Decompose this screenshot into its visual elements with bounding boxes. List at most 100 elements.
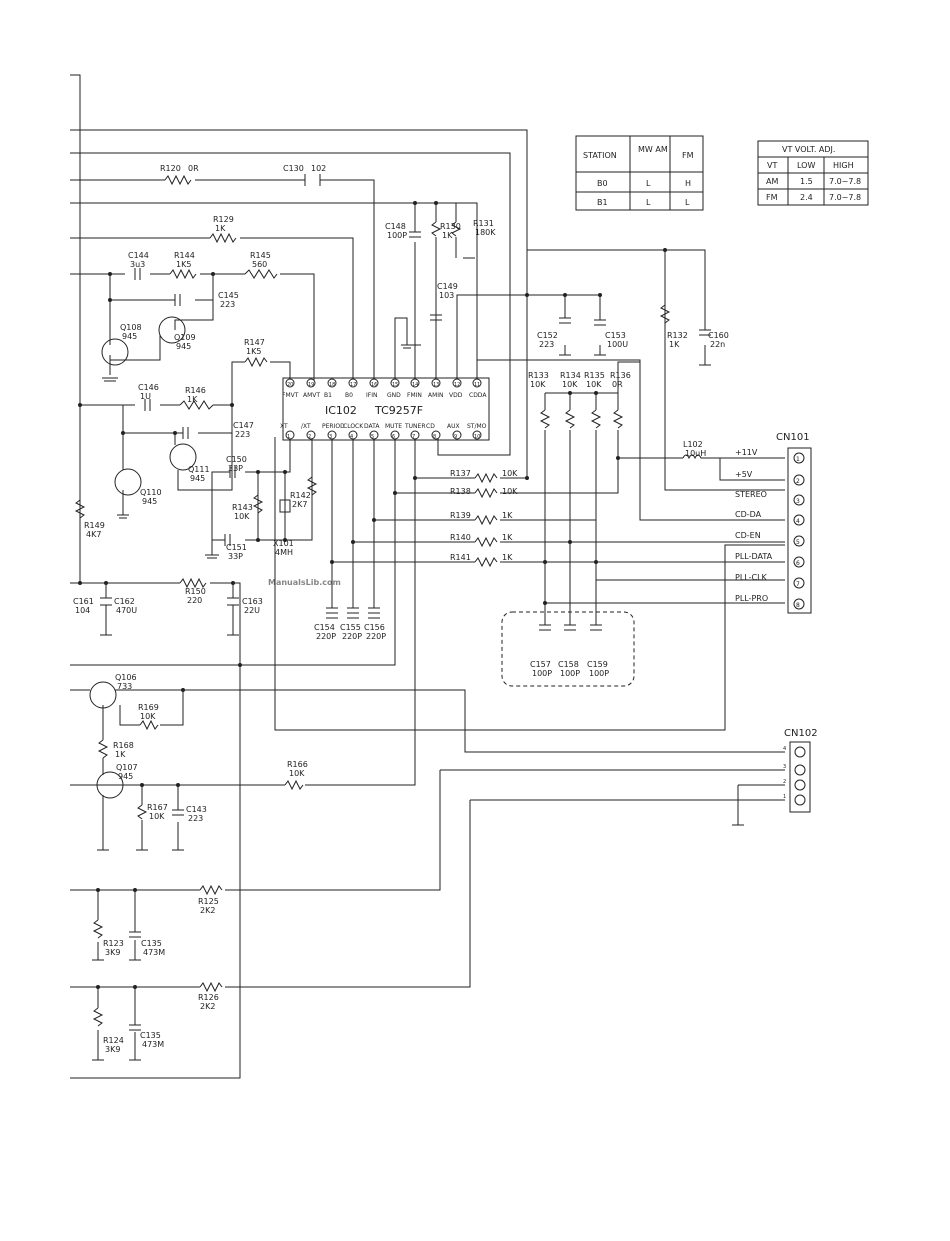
cn101-pin-num: 4 xyxy=(796,518,800,525)
component-ref: R166 xyxy=(287,760,308,769)
ic102-pin-num: 14 xyxy=(412,382,418,388)
ic102-pin-num: 15 xyxy=(392,382,398,388)
station-row-1-fm: L xyxy=(685,198,690,207)
ic102-pin-label: XT xyxy=(280,423,288,430)
component-ref: C147 xyxy=(233,421,254,430)
component-value: 223 xyxy=(220,300,235,309)
ic102-pin-11 xyxy=(472,378,482,388)
component-value: 473M xyxy=(143,948,165,957)
component-ref: R149 xyxy=(84,521,105,530)
ic102-pin-num: 13 xyxy=(433,382,439,388)
component-value: 10K xyxy=(289,769,305,778)
vt-table-title: VT VOLT. ADJ. xyxy=(782,145,835,154)
ic102-pin-num: 11 xyxy=(474,382,480,388)
component-ref: R129 xyxy=(213,215,234,224)
ic102-pin-label: AUX xyxy=(447,423,460,430)
watermark: ManualsLib.com xyxy=(268,578,341,587)
station-row-0-mwam: L xyxy=(646,179,651,188)
cn102-pin-3 xyxy=(794,764,806,776)
ic102-pin-num: 6 xyxy=(392,434,395,440)
component-ref: C160 xyxy=(708,331,729,340)
component-ref: C153 xyxy=(605,331,626,340)
cn101-pin-6 xyxy=(793,556,805,568)
component-ref: C144 xyxy=(128,251,149,260)
component-ref: C145 xyxy=(218,291,239,300)
ic102-pin-num: 18 xyxy=(329,382,335,388)
ic102-pin-num: 2 xyxy=(308,434,311,440)
component-value: 470U xyxy=(116,606,137,615)
cn101-pin-num: 1 xyxy=(796,456,800,463)
component-value: 1K xyxy=(502,553,513,562)
vt-volt-table: VT VOLT. ADJ. VT LOW HIGH AM 1.5 7.0~7.8… xyxy=(757,140,869,206)
component-value: 3u3 xyxy=(130,260,145,269)
cn102-pin-num: 1 xyxy=(783,794,786,800)
cn101-pin-4 xyxy=(793,514,805,526)
component-value: 10K xyxy=(234,512,250,521)
component-ref: C130 xyxy=(283,164,304,173)
component-value: 2K2 xyxy=(200,906,215,915)
component-value: 2K2 xyxy=(200,1002,215,1011)
component-ref: R147 xyxy=(244,338,265,347)
station-table: STATION MW AM FM B0 L H B1 L L xyxy=(575,135,704,211)
vt-row-0-low: 1.5 xyxy=(800,177,813,186)
ic102-pin-15 xyxy=(390,378,400,388)
component-value: 22U xyxy=(244,606,260,615)
cn102-pin-num: 4 xyxy=(783,746,786,752)
station-row-1-station: B1 xyxy=(597,198,608,207)
ic102-pin-label: FMVT xyxy=(282,392,299,399)
component-value: 220P xyxy=(342,632,362,641)
component-ref: C135 xyxy=(140,1031,161,1040)
ic102-pin-label: CDDA xyxy=(469,392,487,399)
component-ref: Q108 xyxy=(120,323,142,332)
cn102-ref: CN102 xyxy=(784,728,818,739)
component-ref: R145 xyxy=(250,251,271,260)
ic102-pin-label: /XT xyxy=(301,423,311,430)
component-ref: R132 xyxy=(667,331,688,340)
component-ref: R142 xyxy=(290,491,311,500)
component-value: 473M xyxy=(142,1040,164,1049)
ic102-pin-label: AMIN xyxy=(428,392,444,399)
ic102-pin-num: 7 xyxy=(412,434,415,440)
ic102-pin-12 xyxy=(452,378,462,388)
cn101: CN101 1+11V2+5V3STEREO4CD-DA5CD-EN6PLL-D… xyxy=(735,432,810,610)
component-ref: R135 xyxy=(584,371,605,380)
component-ref: R131 xyxy=(473,219,494,228)
ic102-pin-4 xyxy=(348,430,358,440)
ic102-top-pins: 20FMVT19AMVT18B117B016IFIN15GND14FMIN13A… xyxy=(282,378,487,399)
component-value: 220 xyxy=(187,596,202,605)
component-value: 100P xyxy=(387,231,407,240)
component-ref: R144 xyxy=(174,251,195,260)
component-ref: R136 xyxy=(610,371,631,380)
component-ref: C157 xyxy=(530,660,551,669)
component-value: 1K5 xyxy=(176,260,191,269)
ic102-pin-num: 10 xyxy=(474,434,480,440)
ic102-pin-10 xyxy=(472,430,482,440)
ic102-pin-label: VDD xyxy=(449,392,463,399)
component-ref: R125 xyxy=(198,897,219,906)
component-ref: C161 xyxy=(73,597,94,606)
component-ref: R124 xyxy=(103,1036,124,1045)
